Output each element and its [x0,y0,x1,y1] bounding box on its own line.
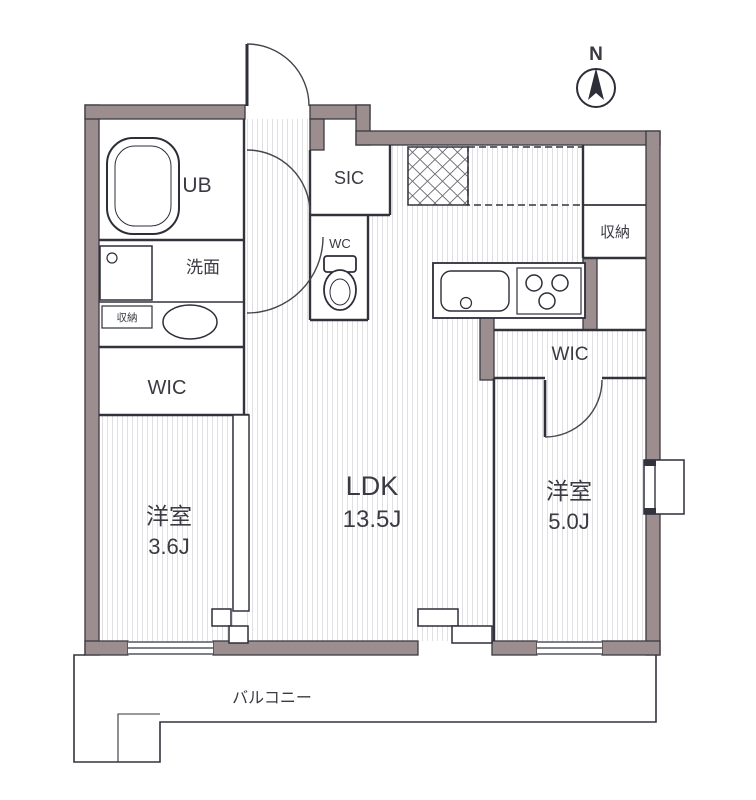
stove-icon [516,267,582,315]
kitchen-sink-icon [440,270,510,312]
wic-right-floor [494,330,646,378]
bedroom-left-floor [99,415,233,641]
wall-segment [601,640,661,656]
compass: N [576,44,616,108]
sic-label: SIC [334,168,364,188]
compass-needle-icon [588,68,604,100]
senmen-label: 洗面 [186,258,220,277]
fixtures [99,137,586,340]
toilet-icon [323,255,357,311]
hatched-duct-area [407,146,469,206]
window-bedroom-left [128,641,213,655]
ldk-size: 13.5J [343,506,402,533]
bedroom-right-door [543,379,603,438]
wall-segment [645,513,661,656]
hall-lower-door-arc [246,236,324,314]
ldk-label: LDK [346,471,399,501]
room-labels: UB 洗面 収納 WIC 洋室 3.6J SIC WC LDK 13.5J 収納… [117,168,631,707]
refrigerator-space-dashed [467,146,584,206]
wall-segment [645,130,661,461]
bedroom-right-label: 洋室 [546,478,592,504]
pillar [479,315,495,381]
openings [128,459,685,655]
window-bay-right [643,459,685,515]
storage-left-box [101,305,153,329]
bedroom-right-size: 5.0J [548,509,590,534]
partition-bedroom-left-ldk [232,414,250,612]
balcony-sliding-door [417,608,493,644]
balcony-outline [73,654,657,763]
bedroom-left-sliding-door [211,608,249,644]
doors [245,43,603,438]
faucet-icon [459,296,473,310]
interior-walls [99,119,646,641]
storage-left-label: 収納 [117,311,138,324]
balcony-label: バルコニー [232,690,312,707]
wash-basin-icon [162,304,218,340]
washer-pan-icon [99,245,153,301]
bedroom-left-label: 洋室 [146,503,192,529]
bathtub-icon [106,137,180,235]
wall-segment [84,640,129,656]
window-bedroom-right [537,641,602,655]
wic-left-label: WIC [148,377,187,399]
kitchen-counter [432,262,586,319]
wc-label: WC [329,236,351,251]
wall-segment [355,130,661,146]
pillar [309,118,325,151]
compass-north-label: N [589,44,603,65]
wall-segment [491,640,538,656]
balcony-step [117,713,160,762]
wall-segment [84,104,246,120]
entrance-door [245,43,310,107]
wall-segment [84,104,100,656]
hallway-floor [245,119,310,320]
storage-right-label: 収納 [600,224,630,241]
ub-label: UB [182,174,211,197]
bedroom-left-size: 3.6J [148,534,190,559]
wic-right-label: WIC [552,344,589,365]
hall-upper-door-arc [246,149,311,214]
outer-walls [84,104,661,656]
bedroom-right-floor [494,378,646,641]
ldk-floor [245,320,494,641]
